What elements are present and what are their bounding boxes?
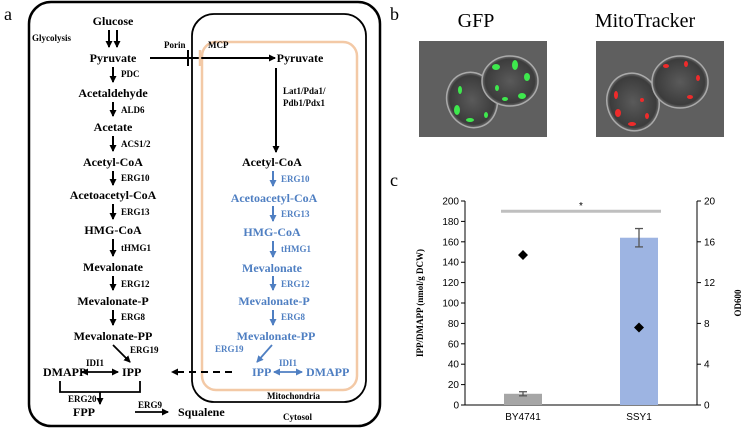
metabolite-pyruvate: Pyruvate: [90, 51, 137, 65]
metabolite-acetate: Acetate: [94, 120, 133, 134]
mitotracker-title: MitoTracker: [595, 10, 696, 32]
y-tick-label-left: 40: [448, 360, 460, 371]
metabolite-glucose: Glucose: [93, 14, 134, 28]
panel-label-b: b: [390, 4, 399, 24]
mito-enzyme-erg10: ERG10: [281, 174, 310, 184]
y-tick-label-left: 140: [442, 258, 459, 269]
metabolite-acetyl-coa: Acetyl-CoA: [83, 155, 143, 169]
metabolite-acetaldehyde: Acetaldehyde: [78, 86, 148, 100]
chart-ipp-dmapp: 0 20 40 60 80 100 120 140 160 180 200 0 4 8 12 16 20BY47…: [415, 197, 743, 424]
enzyme-ald6: ALD6: [121, 105, 145, 115]
mito-metabolite-pyruvate: Pyruvate: [277, 51, 324, 65]
mito-enzyme-idi1: IDI1: [279, 358, 298, 368]
label-cytosol: Cytosol: [283, 412, 312, 422]
cell-outline: [27, 0, 382, 428]
mito-enzyme-erg13: ERG13: [281, 209, 310, 219]
y-tick-label-right: 16: [704, 237, 716, 248]
mito-enzyme-erg8: ERG8: [281, 312, 306, 322]
enzyme-acs: ACS1/2: [121, 139, 151, 149]
y-axis-label-right: OD600: [733, 289, 743, 317]
transport-mcp: MCP: [208, 40, 229, 50]
panel-label-a: a: [4, 4, 12, 24]
metabolite-acetoacetyl-coa: Acetoacetyl-CoA: [70, 188, 157, 202]
gfp-title: GFP: [458, 10, 495, 32]
metabolite-mevalonate-p: Mevalonate-P: [77, 294, 148, 308]
y-tick-label-left: 60: [448, 339, 460, 350]
metabolite-mevalonate-pp: Mevalonate-PP: [74, 329, 153, 343]
mitochondria-outer-membrane: [191, 13, 367, 403]
mitochondria-inner-membrane: [200, 40, 359, 392]
mito-enzyme-erg12: ERG12: [281, 279, 310, 289]
metabolite-hmg-coa: HMG-CoA: [84, 223, 142, 237]
enzyme-pdc: PDC: [121, 69, 140, 79]
x-tick-label: BY4741: [505, 412, 541, 423]
enzyme-erg20: ERG20: [68, 394, 97, 404]
arrow-erg20-bracket: [59, 381, 141, 393]
y-tick-label-right: 12: [704, 278, 716, 289]
bar-by4741: [504, 393, 542, 405]
transport-porin: Porin: [164, 40, 186, 50]
panel-label-c: c: [390, 170, 398, 190]
y-tick-label-left: 0: [453, 401, 459, 412]
y-tick-label-right: 20: [704, 197, 716, 208]
y-tick-label-left: 180: [442, 217, 459, 228]
od-point-ssy1: [634, 322, 644, 333]
metabolite-ipp: IPP: [122, 365, 141, 379]
mito-metabolite-dmapp: DMAPP: [306, 365, 349, 379]
y-tick-label-right: 4: [704, 360, 710, 371]
enzyme-erg19: ERG19: [130, 345, 159, 355]
y-tick-label-left: 120: [442, 278, 459, 289]
y-tick-label-left: 80: [448, 319, 460, 330]
mito-metabolite-hmg-coa: HMG-CoA: [243, 225, 301, 239]
mito-metabolite-acetoacetyl-coa: Acetoacetyl-CoA: [231, 191, 318, 205]
arrow-erg19: [112, 344, 131, 363]
y-tick-label-left: 20: [448, 380, 460, 391]
mito-metabolite-mevalonate-pp: Mevalonate-PP: [237, 329, 316, 343]
mitotracker-image: [596, 41, 724, 137]
y-tick-label-left: 160: [442, 237, 459, 248]
enzyme-erg10: ERG10: [121, 173, 150, 183]
metabolite-squalene: Squalene: [178, 405, 225, 419]
significance-star: *: [579, 201, 583, 212]
gfp-image: [419, 41, 547, 137]
enzyme-pdh-2: Pdb1/Pdx1: [283, 98, 326, 108]
enzyme-thmg1: tHMG1: [121, 243, 151, 253]
bar-ssy1: [620, 237, 658, 405]
mito-metabolite-acetyl-coa: Acetyl-CoA: [242, 155, 302, 169]
enzyme-erg13: ERG13: [121, 207, 150, 217]
enzyme-pdh-1: Lat1/Pda1/: [283, 86, 326, 96]
enzyme-erg9: ERG9: [138, 400, 163, 410]
mito-metabolite-ipp: IPP: [252, 365, 271, 379]
y-axis-label-left: IPP/DMAPP (nmol/g DCW): [415, 249, 425, 357]
enzyme-glycolysis: Glycolysis: [32, 33, 71, 43]
y-tick-label-right: 8: [704, 319, 710, 330]
y-tick-label-left: 200: [442, 197, 459, 208]
metabolite-mevalonate: Mevalonate: [83, 260, 144, 274]
y-tick-label-right: 0: [704, 401, 710, 412]
mito-enzyme-erg19: ERG19: [215, 344, 244, 354]
x-tick-label: SSY1: [626, 412, 652, 423]
od-point-by4741: [518, 250, 528, 261]
enzyme-erg8: ERG8: [121, 312, 146, 322]
metabolite-fpp: FPP: [73, 405, 95, 419]
metabolite-dmapp: DMAPP: [43, 365, 86, 379]
label-mitochondria: Mitochondria: [267, 391, 320, 401]
y-tick-label-left: 100: [442, 299, 459, 310]
mito-metabolite-mevalonate-p: Mevalonate-P: [238, 294, 309, 308]
mito-arrow-erg19: [256, 344, 273, 363]
mito-metabolite-mevalonate: Mevalonate: [242, 261, 303, 275]
enzyme-erg12: ERG12: [121, 279, 150, 289]
mito-enzyme-thmg1: tHMG1: [281, 244, 311, 254]
enzyme-idi1: IDI1: [86, 358, 105, 368]
